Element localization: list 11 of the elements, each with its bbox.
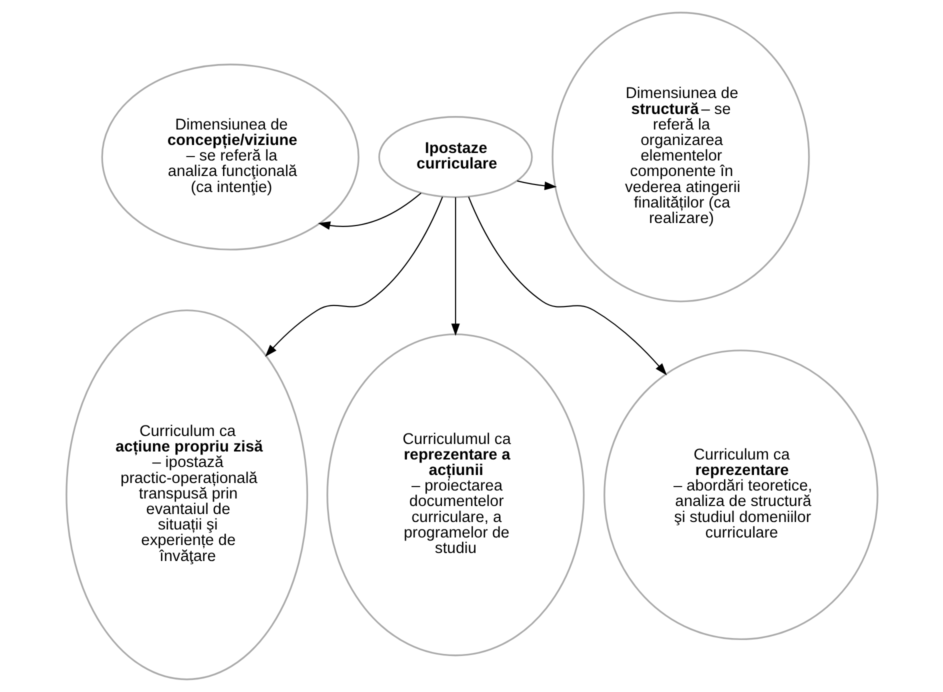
node-ellipse: Dimensiunea de structură – se referă la organizarea elementelor componente în vederea atingerii finalităților (ca realizare): [551, 12, 810, 302]
arrow: [516, 180, 556, 190]
arrow: [264, 196, 443, 357]
node-ellipse: Ipostaze curriculare: [378, 116, 532, 198]
arrow: [468, 196, 666, 376]
node-ellipse: Curriculum ca acțiune propriu zisă – ipostază practic-operațională transpusă prin evantaiul de situații şi experiențe de învăţare: [65, 310, 308, 680]
arrow: [450, 197, 460, 336]
node-ellipse: Dimensiunea de concepție/viziune – se referă la analiza funcţională (ca intenţie): [100, 64, 359, 250]
node-circle: Curriculum ca reprezentare – abordări teoretice, analiza de structură şi studiul domeniilor curriculare: [603, 350, 878, 640]
node-ellipse: Curriculumul ca reprezentare a acțiunii – proiectarea documentelor curriculare, a programelor de studiu: [326, 333, 584, 656]
arrow: [317, 192, 421, 230]
